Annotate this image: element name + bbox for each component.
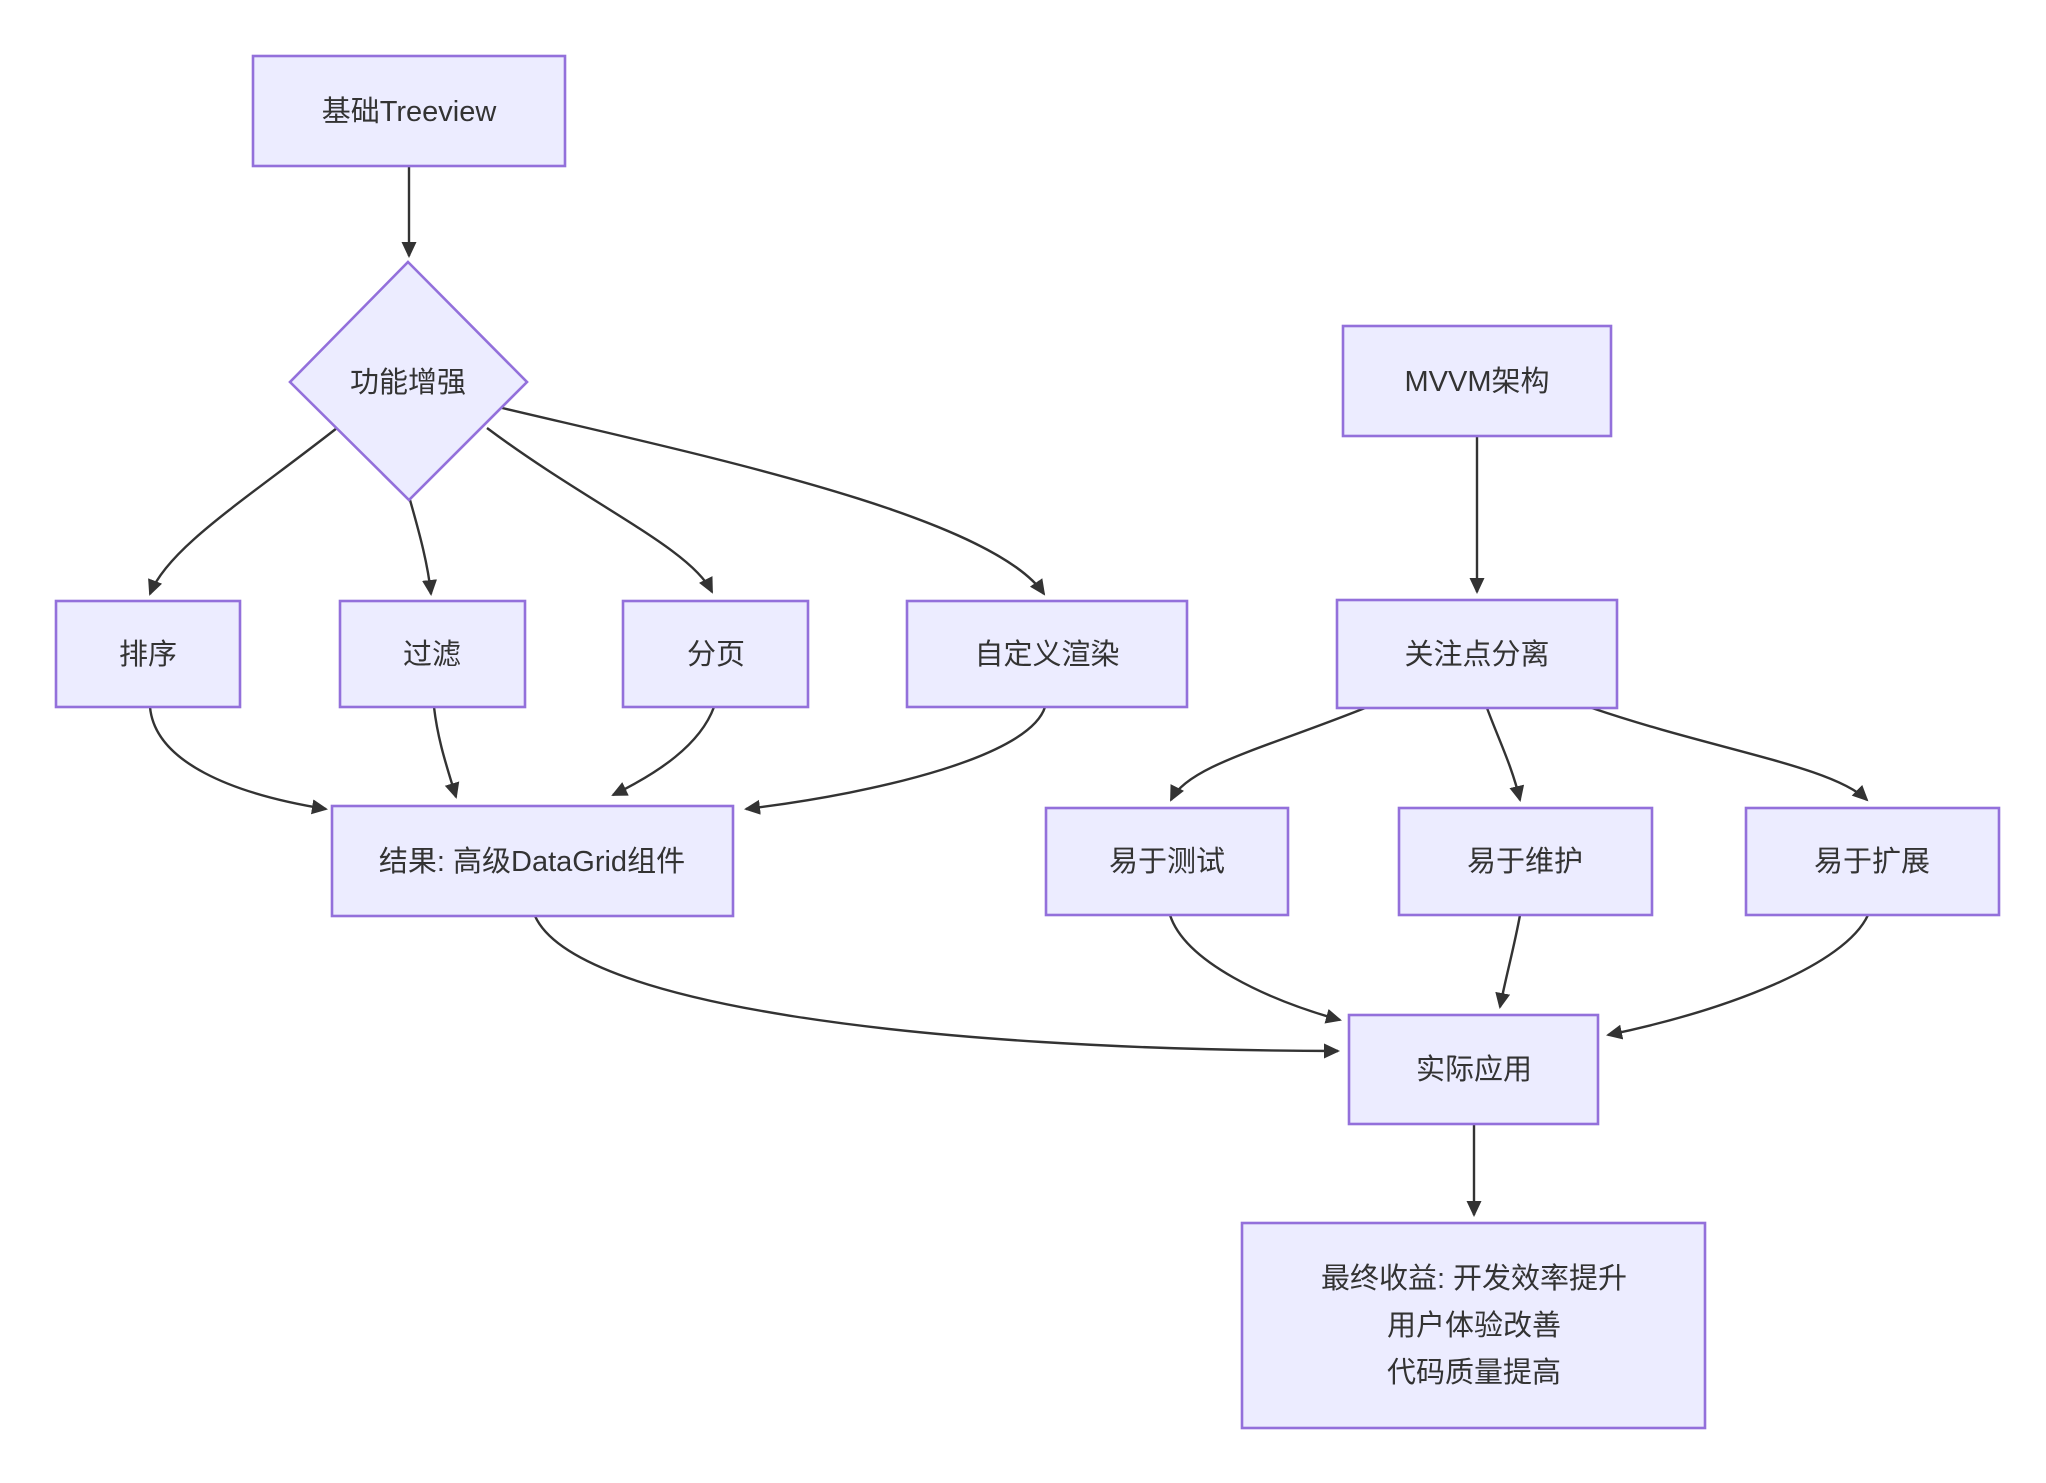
edge-result-to-application: [533, 915, 1340, 1059]
node-filter-label: 过滤: [403, 638, 461, 671]
node-mvvm-label: MVVM架构: [1404, 365, 1549, 398]
node-maintainable: 易于维护: [1397, 806, 1654, 917]
node-sort-label: 排序: [119, 638, 177, 671]
node-result: 结果: 高级DataGrid组件: [330, 804, 735, 918]
node-extensible: 易于扩展: [1744, 806, 2001, 917]
node-result-box: [330, 804, 735, 918]
node-custom-render-label: 自定义渲染: [974, 638, 1119, 671]
node-base-treeview-label: 基础Treeview: [322, 95, 498, 128]
node-pagination-box: [621, 599, 810, 709]
node-application-box: [1347, 1013, 1600, 1126]
node-extensible-box: [1744, 806, 2001, 917]
edge-feature-enhance-to-filter: [408, 499, 438, 596]
node-pagination-label: 分页: [687, 639, 745, 671]
edge-separation-to-maintainable: [1485, 707, 1525, 802]
node-feature-enhance-label: 功能增强: [350, 366, 466, 399]
node-filter-box: [338, 599, 527, 709]
edge-feature-enhance-to-pagination: [486, 427, 714, 594]
node-final-benefit-line-3: 代码质量提高: [1387, 1356, 1561, 1389]
node-final-benefit-box: [1240, 1221, 1707, 1430]
edge-pagination-to-result: [611, 706, 716, 797]
node-separation-box: [1335, 598, 1619, 710]
node-extensible-label: 易于扩展: [1814, 845, 1930, 878]
node-testable: 易于测试: [1044, 806, 1290, 917]
node-maintainable-box: [1397, 806, 1654, 917]
edge-layer: [148, 166, 1870, 1217]
edge-filter-to-result: [432, 706, 460, 799]
node-final-benefit-line-1: 最终收益: 开发效率提升: [1321, 1262, 1627, 1295]
node-mvvm: MVVM架构: [1341, 324, 1613, 438]
edge-extensible-to-application: [1606, 914, 1870, 1040]
edge-sort-to-result: [148, 706, 328, 815]
node-final-benefit-line-2: 用户体验改善: [1387, 1309, 1561, 1342]
edge-feature-enhance-to-sort: [148, 427, 338, 596]
edge-custom-render-to-result: [744, 706, 1047, 815]
node-application: 实际应用: [1347, 1013, 1600, 1126]
node-pagination: 分页: [621, 599, 810, 709]
node-base-treeview: 基础Treeview: [251, 54, 567, 168]
edge-maintainable-to-application: [1495, 914, 1522, 1009]
node-feature-enhance-diamond: [288, 260, 529, 502]
node-feature-enhance: 功能增强: [288, 260, 529, 502]
node-sort: 排序: [54, 599, 242, 709]
node-testable-label: 易于测试: [1109, 845, 1225, 878]
node-result-label: 结果: 高级DataGrid组件: [379, 845, 685, 878]
node-final-benefit: 最终收益: 开发效率提升 用户体验改善 代码质量提高: [1240, 1221, 1707, 1430]
edge-separation-to-extensible: [1591, 706, 1869, 802]
node-filter: 过滤: [338, 599, 527, 709]
node-separation-label: 关注点分离: [1404, 638, 1549, 671]
edge-separation-to-testable: [1169, 706, 1366, 802]
node-testable-box: [1044, 806, 1290, 917]
node-separation: 关注点分离: [1335, 598, 1619, 710]
node-base-treeview-box: [251, 54, 567, 168]
node-mvvm-box: [1341, 324, 1613, 438]
node-sort-box: [54, 599, 242, 709]
node-layer: 基础Treeview 功能增强 排序 过滤 分页 自定义渲染 结果: 高级Dat…: [54, 54, 2001, 1430]
node-custom-render: 自定义渲染: [905, 599, 1189, 709]
node-application-label: 实际应用: [1416, 1053, 1532, 1086]
node-maintainable-label: 易于维护: [1467, 845, 1583, 878]
node-custom-render-box: [905, 599, 1189, 709]
edge-feature-enhance-to-custom-render: [497, 405, 1046, 596]
edge-testable-to-application: [1168, 914, 1342, 1024]
